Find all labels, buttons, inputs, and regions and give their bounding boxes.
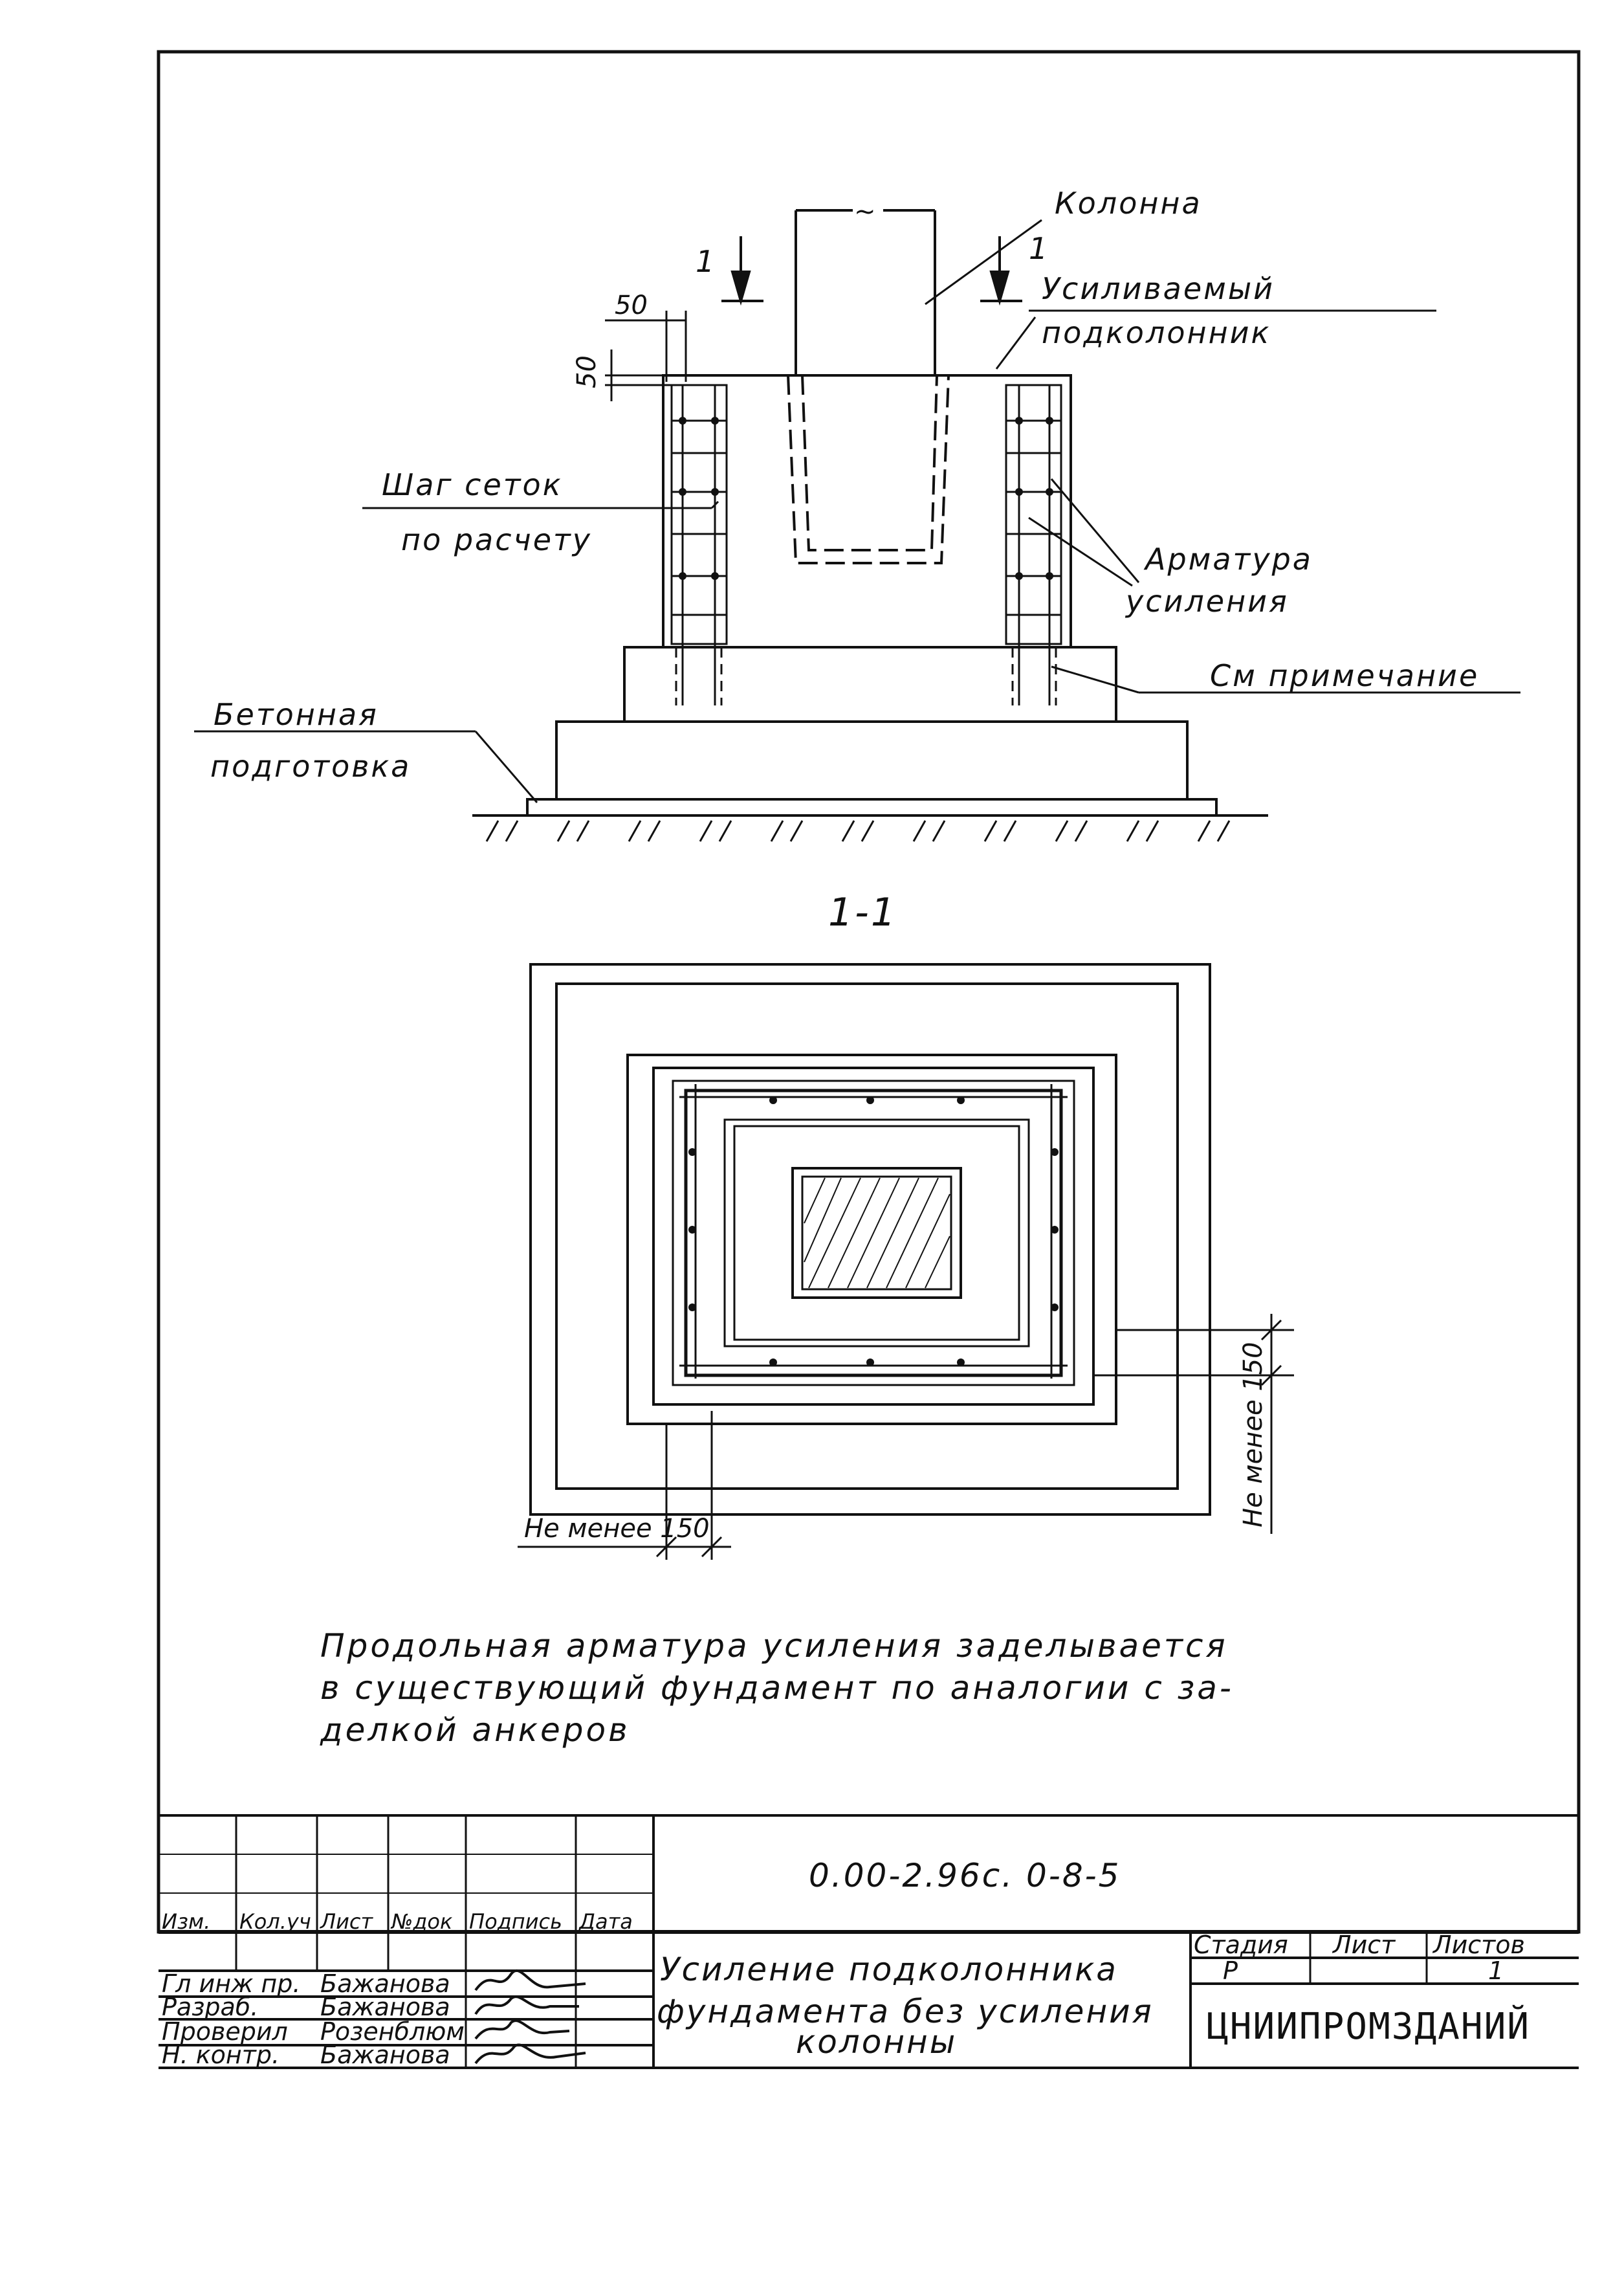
header-kol-uch: Кол.уч [239,1909,311,1934]
see-note-label: См примечание [1210,658,1479,693]
title-block [159,1814,1579,2069]
concrete-prep-label-2: подготовка [210,749,411,784]
break-mark: ~ [854,197,876,227]
stage-value: Р [1223,1957,1238,1985]
header-podpis: Подпись [469,1909,562,1934]
organization-name: ЦНИИПРОМЗДАНИЙ [1207,2005,1530,2048]
header-data: Дата [578,1909,633,1934]
role-3: Проверил [162,2017,288,2046]
name-1: Бажанова [320,1969,450,1998]
role-1: Гл инж пр. [162,1969,300,1998]
rebar-label-2: усиления [1125,584,1289,619]
dim-top-50: 50 [615,291,648,320]
strengthened-label-2: подколонник [1042,315,1271,350]
role-4: Н. контр. [162,2041,280,2069]
note-line-1: Продольная арматура усиления заделываетс… [320,1627,1228,1665]
stage-header: Стадия [1194,1931,1288,1959]
note-line-3: делкой анкеров [320,1711,630,1749]
dim-min-bottom: Не менее 150 [524,1514,710,1544]
section-title: 1-1 [828,890,897,935]
role-2: Разраб. [162,1993,258,2021]
concrete-prep-label-1: Бетонная [214,697,379,732]
drawing-title-2: фундамента без усиления [657,1993,1154,2030]
sheets-header: Листов [1432,1931,1525,1959]
elevation-view [194,209,1520,842]
header-ndok: №док [390,1909,453,1934]
name-2: Бажанова [320,1993,450,2021]
mesh-step-label-1: Шаг сеток [382,467,562,502]
sheets-value: 1 [1488,1957,1504,1985]
document-code: 0.00-2.96с. 0-8-5 [809,1857,1121,1894]
name-4: Бажанова [320,2041,450,2069]
section-mark-left: 1 [696,244,716,279]
drawing-title-3: колонны [796,2023,957,2061]
drawing-title-1: Усиление подколонника [660,1951,1118,1988]
section-mark-right: 1 [1029,231,1049,266]
section-plan [518,963,1294,1560]
note-line-2: в существующий фундамент по аналогии с з… [320,1669,1234,1707]
mesh-step-label-2: по расчету [401,522,592,557]
signatures [474,1969,586,2065]
header-izm: Изм. [162,1909,210,1934]
rebar-label-1: Арматура [1143,542,1313,577]
strengthened-label-1: Усиливаемый [1042,271,1275,306]
column-label: Колонна [1055,186,1202,221]
dim-min-right: Не менее 150 [1238,1342,1268,1527]
dim-side-50: 50 [572,355,602,388]
sheet-header: Лист [1332,1931,1396,1959]
name-3: Розенблюм [320,2017,465,2046]
header-list: Лист [320,1909,373,1934]
